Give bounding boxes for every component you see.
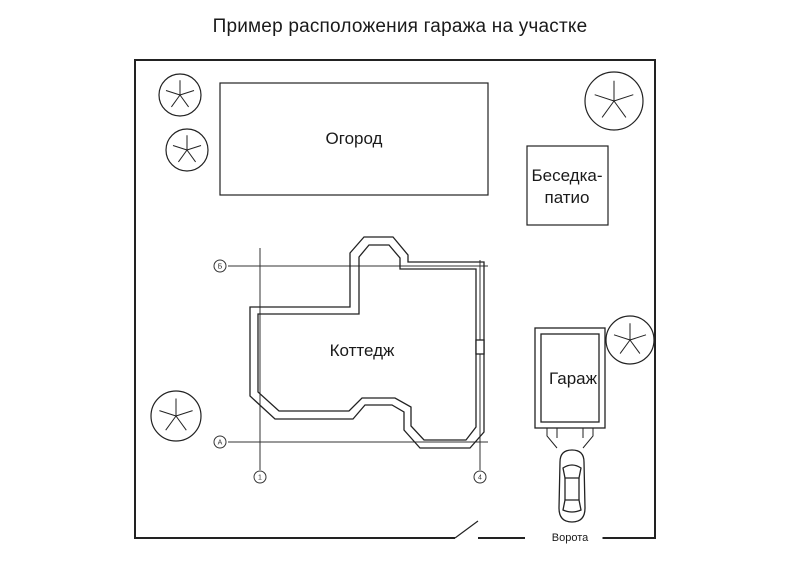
cottage-outline (249, 236, 485, 449)
gazebo-label-line2: патио (544, 188, 589, 207)
diagram-title: Пример расположения гаража на участке (212, 16, 588, 37)
gazebo-area (526, 145, 609, 226)
tree-icon (158, 73, 202, 117)
cottage-label: Коттедж (330, 341, 395, 360)
svg-text:1: 1 (258, 475, 262, 482)
gazebo-label-line1: Беседка- (531, 166, 602, 185)
tree-icon (584, 71, 644, 131)
axis-markers: Б А 1 4 (213, 259, 487, 484)
svg-text:А: А (218, 440, 223, 447)
garden-area (219, 82, 489, 196)
garden-label: Огород (326, 129, 383, 148)
garage-building (534, 327, 606, 449)
tree-icon (605, 315, 655, 365)
tree-icon (150, 390, 202, 442)
gate-label: Ворота (552, 532, 589, 544)
car-icon (558, 449, 586, 523)
wicket-gate (454, 520, 479, 539)
axis-grid (228, 248, 488, 470)
svg-text:4: 4 (478, 475, 482, 482)
svg-text:Б: Б (218, 264, 223, 271)
plot-boundary (134, 59, 656, 539)
gate-label-box (537, 525, 603, 547)
garage-label: Гараж (549, 369, 598, 388)
tree-icon (165, 128, 209, 172)
